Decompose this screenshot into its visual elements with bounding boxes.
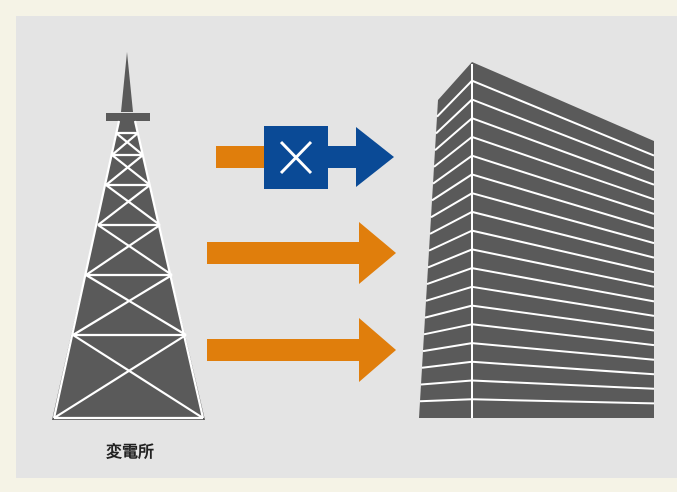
substation-label: 変電所 [105,442,154,461]
floor-line-side [419,398,473,403]
floor-line-side [427,248,473,269]
feeder-1-arrowhead [356,127,394,187]
floor-line-side [422,342,473,353]
floor-line-front [471,98,655,172]
floor-line-front [471,173,655,230]
feeder-2-arrowhead [359,222,396,284]
floor-line-side [431,173,473,202]
floor-line-front [471,210,655,259]
floor-line-side [429,211,473,235]
circuit-breaker-open-icon [264,126,328,189]
floor-line-side [433,136,473,168]
feeder-3-shaft [207,339,363,361]
floor-line-side [432,154,473,185]
floor-line-side [421,360,473,369]
floor-line-side [424,304,473,319]
floor-line-side [425,285,473,302]
floor-line-side [435,98,473,135]
feeder-line-2 [207,222,396,284]
floor-line-front [471,135,655,201]
floor-line-front [471,398,655,405]
floor-line-side [426,267,473,286]
floor-line-front [471,154,655,215]
feeder-line-3 [207,318,396,382]
floor-line-side [430,192,473,219]
office-building-icon [419,62,655,418]
floor-line-side [423,323,473,336]
floor-line-front [471,360,655,376]
floor-line-side [428,229,473,252]
floor-line-front [471,117,655,186]
feeder-1-load-segment [326,146,360,168]
floor-line-front [471,192,655,245]
floor-line-side [436,80,473,118]
floor-line-side [420,379,473,386]
building-side-face [419,62,472,418]
building-floor-lines [419,79,655,405]
tower-lattice [52,120,205,420]
transmission-tower-icon [52,52,205,420]
floor-line-front [471,285,655,317]
feeder-line-1 [216,126,394,189]
floor-line-front [471,267,655,303]
feeder-2-shaft [207,242,363,264]
floor-line-front [471,248,655,288]
floor-line-front [471,323,655,347]
floor-line-front [471,304,655,332]
feeder-1-supply-segment [216,146,268,168]
floor-line-front [471,379,655,390]
feeder-3-arrowhead [359,318,396,382]
floor-line-front [471,229,655,274]
tower-crossarm [106,113,150,121]
tower-antenna [121,52,133,112]
floor-line-front [471,342,655,361]
floor-line-side [434,117,473,151]
floor-line-front [471,79,655,157]
